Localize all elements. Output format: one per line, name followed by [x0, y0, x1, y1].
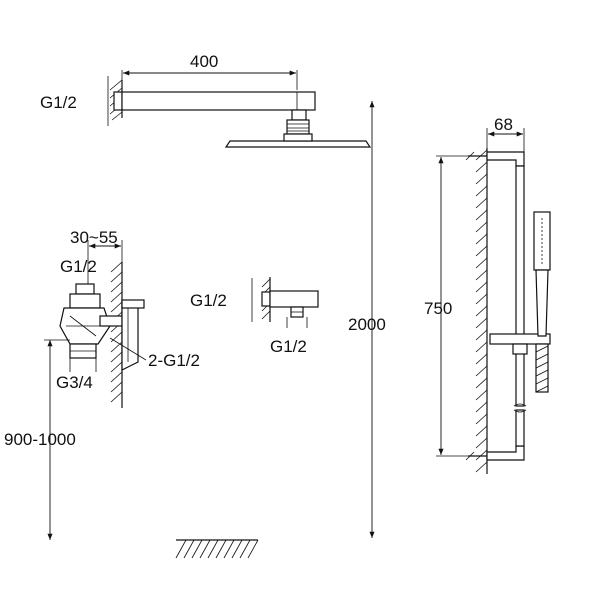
wall-outlet-elbow: G1/2 G1/2: [190, 277, 319, 356]
shower-arm-assembly: 400 G1/2: [40, 52, 372, 148]
total-height-dimension: 2000: [348, 101, 386, 538]
arm-thread-label: G1/2: [40, 93, 77, 112]
swivel-nut: [286, 119, 310, 135]
arm-length-label: 400: [190, 52, 218, 71]
rain-shower-head: [224, 133, 372, 148]
rail-depth-label: 68: [494, 115, 513, 134]
valve-depth-label: 30~55: [70, 228, 118, 247]
rail-height-label: 750: [424, 299, 452, 318]
valve-top-thread-label: G1/2: [60, 257, 97, 276]
arm-drop-connector: [291, 109, 307, 121]
outlet-thread-left-label: G1/2: [190, 291, 227, 310]
valve-height-label: 900-1000: [4, 430, 76, 449]
floor-hatch: [175, 539, 259, 559]
valve-inlet-label: G3/4: [56, 373, 93, 392]
shower-arm: [121, 91, 316, 111]
outlet-thread-bottom-label: G1/2: [270, 337, 307, 356]
hand-shower: [533, 211, 551, 393]
slide-rail-assembly: 68 750: [424, 115, 551, 474]
arm-wall-flange: [113, 91, 123, 111]
valve-outlets-label: 2-G1/2: [148, 351, 200, 370]
total-height-label: 2000: [348, 315, 386, 334]
concealed-valve-assembly: 30~55 G1/2 2-G1/2 G3/4 900-1000: [4, 228, 200, 540]
